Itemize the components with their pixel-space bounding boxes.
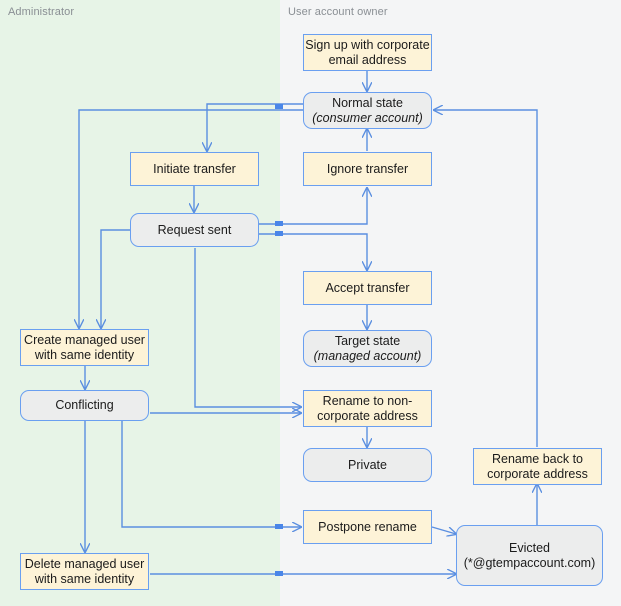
node-sublabel: email address <box>328 52 407 67</box>
edge-conflicting-to-postpone-rename <box>121 421 301 527</box>
node-sublabel: corporate address <box>487 466 588 481</box>
edge-normal-to-create-managed-user <box>79 109 303 328</box>
node-evicted[interactable]: Evicted (*@gtempaccount.com) <box>456 525 603 586</box>
edge-request-sent-to-ignore-transfer <box>259 188 367 225</box>
node-initiate-transfer[interactable]: Initiate transfer <box>130 152 259 186</box>
junction-marker-postpone-left <box>275 524 283 529</box>
node-label: Rename to non- <box>322 393 413 408</box>
node-normal-state[interactable]: Normal state (consumer account) <box>303 92 432 129</box>
swimlane-administrator <box>0 0 280 606</box>
node-sublabel: (managed account) <box>313 348 422 363</box>
node-sign-up[interactable]: Sign up with corporate email address <box>303 34 432 71</box>
edge-postpone-to-evicted <box>431 526 456 534</box>
node-create-managed-user[interactable]: Create managed user with same identity <box>20 329 149 366</box>
edge-request-sent-to-accept-transfer <box>259 233 367 270</box>
node-rename-back-to-corporate-address[interactable]: Rename back to corporate address <box>473 448 602 485</box>
node-sublabel: with same identity <box>34 347 135 362</box>
node-ignore-transfer[interactable]: Ignore transfer <box>303 152 432 186</box>
edge-request-sent-to-create-managed-user <box>101 229 130 328</box>
node-sublabel: with same identity <box>34 571 135 586</box>
junction-marker-delete-right <box>275 571 283 576</box>
node-sublabel: corporate address <box>317 408 418 423</box>
node-postpone-rename[interactable]: Postpone rename <box>303 510 432 544</box>
node-sublabel: (consumer account) <box>312 110 423 125</box>
node-label: Target state <box>334 333 401 348</box>
node-label: Request sent <box>157 222 232 237</box>
node-label: Postpone rename <box>318 519 417 534</box>
node-label: Conflicting <box>55 398 114 412</box>
node-accept-transfer[interactable]: Accept transfer <box>303 271 432 305</box>
node-request-sent[interactable]: Request sent <box>130 213 259 247</box>
node-label: Normal state <box>332 95 403 110</box>
junction-marker-request-right-a <box>275 221 283 226</box>
node-label: Evicted <box>509 540 550 555</box>
node-conflicting[interactable]: Conflicting <box>20 390 149 421</box>
node-label: Rename back to <box>491 451 584 466</box>
node-sublabel: (*@gtempaccount.com) <box>463 555 596 570</box>
node-label: Sign up with corporate <box>305 37 430 52</box>
node-rename-to-non-corporate-address[interactable]: Rename to non- corporate address <box>303 390 432 427</box>
edge-rename-back-to-normal <box>434 110 538 447</box>
node-target-state[interactable]: Target state (managed account) <box>303 330 432 367</box>
swimlane-label-administrator: Administrator <box>8 6 75 18</box>
edge-normal-to-initiate <box>207 103 303 151</box>
node-label: Accept transfer <box>325 280 410 295</box>
edge-request-sent-to-rename-noncorp <box>194 248 301 407</box>
swimlane-label-user-account-owner: User account owner <box>288 6 388 18</box>
node-private[interactable]: Private <box>303 448 432 482</box>
node-label: Initiate transfer <box>153 161 236 176</box>
junction-marker-request-right-b <box>275 231 283 236</box>
junction-marker-normal-left <box>275 104 283 109</box>
node-label: Create managed user <box>24 332 145 347</box>
node-label: Delete managed user <box>24 556 145 571</box>
node-label: Private <box>348 457 387 472</box>
node-label: Ignore transfer <box>326 161 409 176</box>
node-delete-managed-user[interactable]: Delete managed user with same identity <box>20 553 149 590</box>
